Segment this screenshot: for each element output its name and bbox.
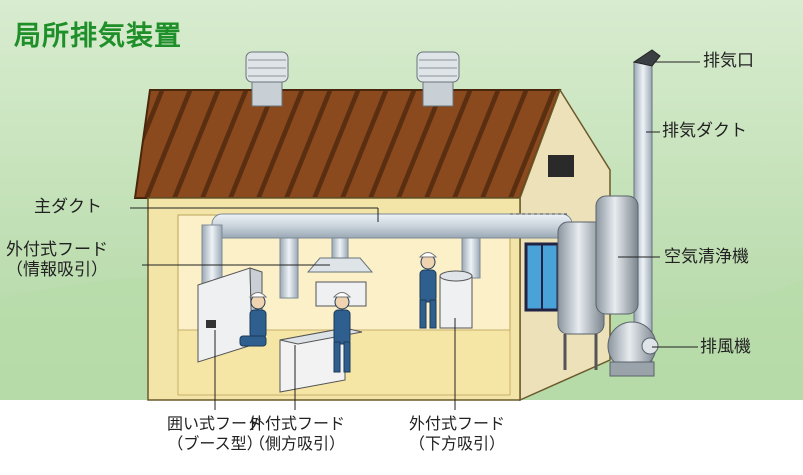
label-external-hood-upper-line2: （情報吸引） bbox=[6, 260, 108, 280]
label-external-hood-side-line1: 外付式フード bbox=[248, 414, 345, 433]
ground bbox=[0, 400, 803, 475]
canopy-hood bbox=[306, 257, 374, 273]
label-external-hood-upper-line1: 外付式フード bbox=[6, 240, 108, 260]
gable-vent bbox=[548, 155, 574, 177]
label-air-cleaner: 空気清浄機 bbox=[664, 247, 749, 267]
label-external-hood-down-line2: （下方吸引） bbox=[408, 434, 505, 453]
label-exhaust-fan: 排風機 bbox=[700, 337, 751, 357]
label-external-hood-down-line1: 外付式フード bbox=[408, 414, 505, 433]
down-draft-drum bbox=[439, 270, 473, 329]
worker-booth bbox=[239, 292, 268, 347]
air-cleaner bbox=[557, 195, 639, 370]
roof-fan-left bbox=[245, 51, 289, 107]
worker-side bbox=[332, 292, 352, 373]
label-external-hood-side-line2: （側方吸引） bbox=[248, 434, 345, 453]
label-enclosed-hood-line1: 囲い式フード bbox=[166, 414, 263, 433]
label-enclosed-hood-line2: （ブース型） bbox=[167, 434, 263, 453]
label-external-hood-side: 外付式フード （側方吸引） bbox=[232, 414, 362, 454]
label-exhaust-outlet: 排気口 bbox=[703, 51, 754, 71]
roof-fan-right bbox=[416, 51, 460, 107]
page-title: 局所排気装置 bbox=[14, 21, 182, 52]
exhaust-outlet-cap bbox=[632, 49, 661, 67]
worker-down bbox=[418, 252, 438, 329]
duct-down-hood bbox=[331, 237, 349, 261]
leader-lines bbox=[130, 61, 700, 410]
duct-down-mid bbox=[279, 237, 299, 299]
label-enclosed-hood: 囲い式フード （ブース型） bbox=[150, 414, 280, 454]
label-external-hood-upper: 外付式フード （情報吸引） bbox=[6, 240, 108, 280]
roof bbox=[133, 89, 562, 199]
main-duct bbox=[211, 213, 573, 239]
exhaust-fan bbox=[607, 321, 659, 377]
label-main-duct: 主ダクト bbox=[34, 197, 102, 217]
side-hood bbox=[279, 281, 367, 393]
label-exhaust-duct: 排気ダクト bbox=[662, 121, 747, 141]
label-external-hood-down: 外付式フード （下方吸引） bbox=[392, 414, 522, 454]
